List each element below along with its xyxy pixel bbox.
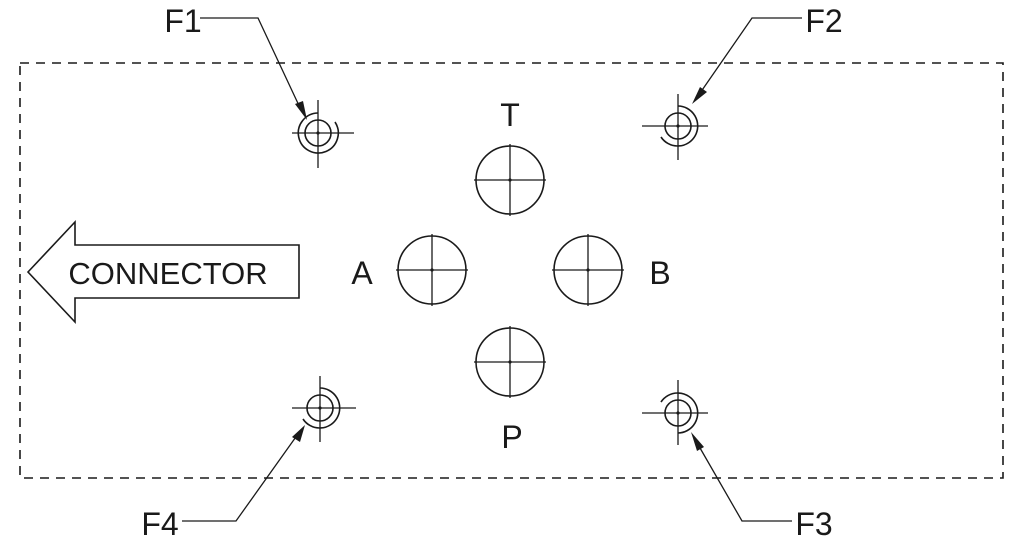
port-a-label: A: [351, 255, 373, 291]
port-p: P: [474, 326, 546, 455]
connector-arrow-shape: [26, 219, 300, 325]
port-t-label: T: [500, 97, 520, 133]
fixing-hole-f2: [642, 94, 708, 160]
fixing-label-f1: F1: [164, 3, 201, 39]
fixing-hole-f1-thread-arc: [297, 112, 340, 154]
fixing-label-f3: F3: [795, 506, 832, 542]
connector-label: CONNECTOR: [68, 256, 267, 291]
leader-f1-arrowhead: [295, 101, 307, 120]
leader-f4-arrowhead: [292, 425, 305, 442]
fixing-hole-f1: [292, 100, 354, 168]
leader-f1: F1: [164, 3, 307, 120]
port-b-center: [586, 268, 590, 272]
fixing-hole-f1-center: [316, 131, 320, 135]
fixing-label-f2: F2: [805, 3, 842, 39]
port-t: T: [474, 97, 546, 216]
port-p-center: [508, 360, 512, 364]
port-a: A: [351, 234, 468, 306]
leader-f4-line: [182, 433, 299, 522]
fixing-hole-f4: [292, 376, 356, 442]
port-p-label: P: [501, 419, 522, 455]
port-b: B: [552, 234, 671, 306]
fixing-hole-f2-thread-arc: [660, 105, 699, 147]
fixing-hole-f3-center: [676, 411, 680, 415]
connector-arrow: CONNECTOR: [26, 219, 300, 325]
fixing-hole-f4-center: [318, 406, 322, 410]
fixing-hole-f3-thread-arc: [660, 392, 699, 434]
leader-f3-line: [695, 440, 792, 522]
fixing-label-f4: F4: [141, 506, 178, 542]
port-a-center: [430, 268, 434, 272]
port-t-center: [508, 178, 512, 182]
leader-f2-arrowhead: [692, 87, 707, 104]
leader-f2: F2: [692, 3, 843, 104]
port-b-label: B: [649, 255, 670, 291]
fixing-hole-f2-center: [676, 124, 680, 128]
leader-f4: F4: [141, 425, 305, 542]
leader-f3-arrowhead: [691, 432, 704, 451]
leader-f1-line: [200, 17, 303, 113]
fixing-hole-f3: [642, 380, 708, 445]
fixing-hole-f4-thread-arc: [302, 387, 341, 429]
leader-f2-line: [697, 17, 802, 97]
leader-f3: F3: [691, 432, 833, 542]
mounting-face-outline: [19, 62, 1004, 479]
